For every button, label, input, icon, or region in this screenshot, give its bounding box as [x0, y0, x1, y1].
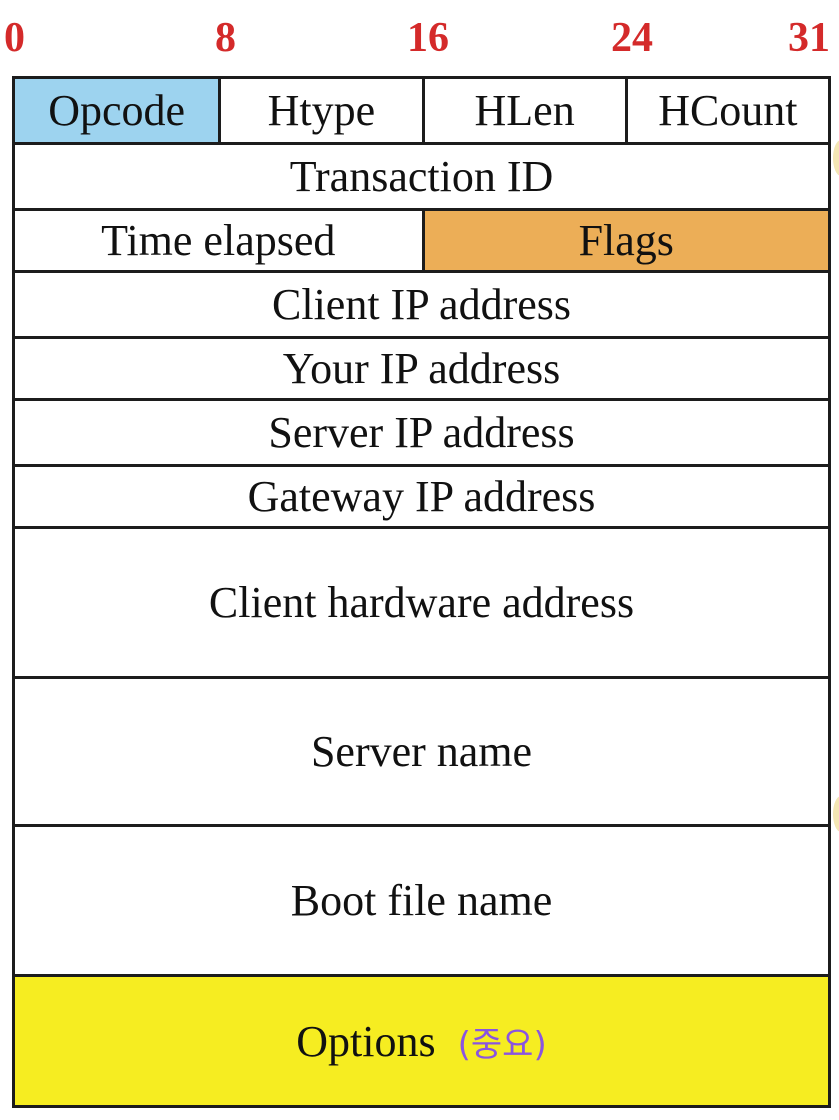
packet-format-diagram: Opcode Htype HLen HCount Transaction ID … — [12, 76, 831, 1108]
field-hlen: HLen — [421, 79, 625, 142]
row-client-ip: Client IP address — [15, 273, 828, 339]
bit-marker-0: 0 — [4, 15, 25, 61]
row-your-ip: Your IP address — [15, 339, 828, 401]
row-options: Options (중요) — [15, 977, 828, 1105]
bit-marker-16: 16 — [407, 15, 449, 61]
field-opcode: Opcode — [15, 79, 219, 142]
field-transaction-id: Transaction ID — [289, 152, 554, 201]
row-server-name: Server name — [15, 679, 828, 827]
row-client-hardware: Client hardware address — [15, 529, 828, 679]
field-client-hardware-address: Client hardware address — [208, 578, 635, 627]
bit-position-ruler: 0 8 16 24 31 — [0, 14, 839, 66]
row-server-ip: Server IP address — [15, 401, 828, 467]
row-transaction-id: Transaction ID — [15, 145, 828, 211]
handwritten-annotation: (중요) — [457, 1024, 547, 1065]
page-edge-marker-top — [833, 140, 839, 176]
field-time-elapsed: Time elapsed — [101, 216, 336, 265]
page-edge-marker-bottom — [833, 796, 839, 832]
field-gateway-ip: Gateway IP address — [247, 472, 596, 521]
row-boot-file: Boot file name — [15, 827, 828, 977]
bit-marker-31: 31 — [788, 15, 830, 61]
field-htype: Htype — [218, 79, 421, 142]
field-flags: Flags — [421, 211, 828, 270]
field-options: Options (중요) — [15, 977, 828, 1105]
field-server-name: Server name — [310, 727, 533, 776]
field-client-ip: Client IP address — [272, 280, 571, 329]
row-time-flags: Time elapsed Flags — [15, 211, 828, 273]
field-boot-file-name: Boot file name — [290, 876, 553, 925]
row-header-fields: Opcode Htype HLen HCount — [15, 79, 828, 145]
field-options-label: Options — [296, 1016, 436, 1066]
field-server-ip: Server IP address — [268, 408, 575, 457]
bit-marker-8: 8 — [215, 15, 236, 61]
field-your-ip: Your IP address — [282, 344, 561, 393]
row-gateway-ip: Gateway IP address — [15, 467, 828, 529]
bit-marker-24: 24 — [611, 15, 653, 61]
field-hcount: HCount — [624, 79, 828, 142]
